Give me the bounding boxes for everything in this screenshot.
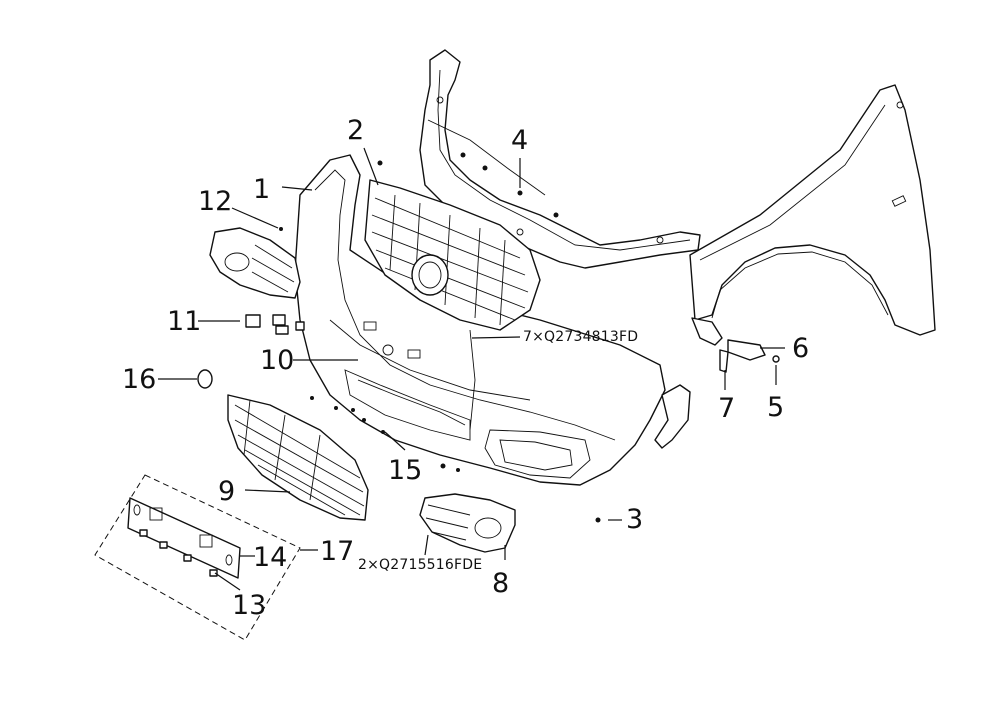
fasteners <box>279 152 601 523</box>
callout-7: 7 <box>718 393 736 424</box>
callout-5: 5 <box>767 392 785 423</box>
callout-8: 8 <box>492 568 510 599</box>
callout-3: 3 <box>626 504 644 535</box>
callout-9: 9 <box>218 476 236 507</box>
lower-grille <box>227 394 369 521</box>
license-bracket-assembly <box>94 474 301 641</box>
upper-grille <box>364 179 541 331</box>
leader-lines <box>158 147 785 591</box>
fog-bezel-fastener-code: 2×Q2715516FDE <box>358 557 483 573</box>
upper-tie-bar <box>419 49 701 269</box>
tow-cover-16 <box>197 369 213 389</box>
callout-17: 17 <box>320 536 355 567</box>
callout-4: 4 <box>511 125 529 156</box>
callout-11: 11 <box>167 306 202 337</box>
callout-12: 12 <box>198 186 233 217</box>
callout-6: 6 <box>792 333 810 364</box>
front-fender <box>689 84 936 336</box>
clips-11 <box>245 314 305 335</box>
callout-16: 16 <box>122 364 157 395</box>
fog-bezel-left <box>209 227 301 299</box>
callout-15: 15 <box>388 455 423 486</box>
fog-bezel-right <box>419 493 516 553</box>
callout-14: 14 <box>253 542 288 573</box>
brackets-6-7 <box>691 317 780 373</box>
callout-1: 1 <box>253 174 271 205</box>
grille-fastener-code: 7×Q2734813FD <box>523 329 639 345</box>
callout-13: 13 <box>232 590 267 621</box>
callout-10: 10 <box>260 345 295 376</box>
callout-2: 2 <box>347 115 365 146</box>
